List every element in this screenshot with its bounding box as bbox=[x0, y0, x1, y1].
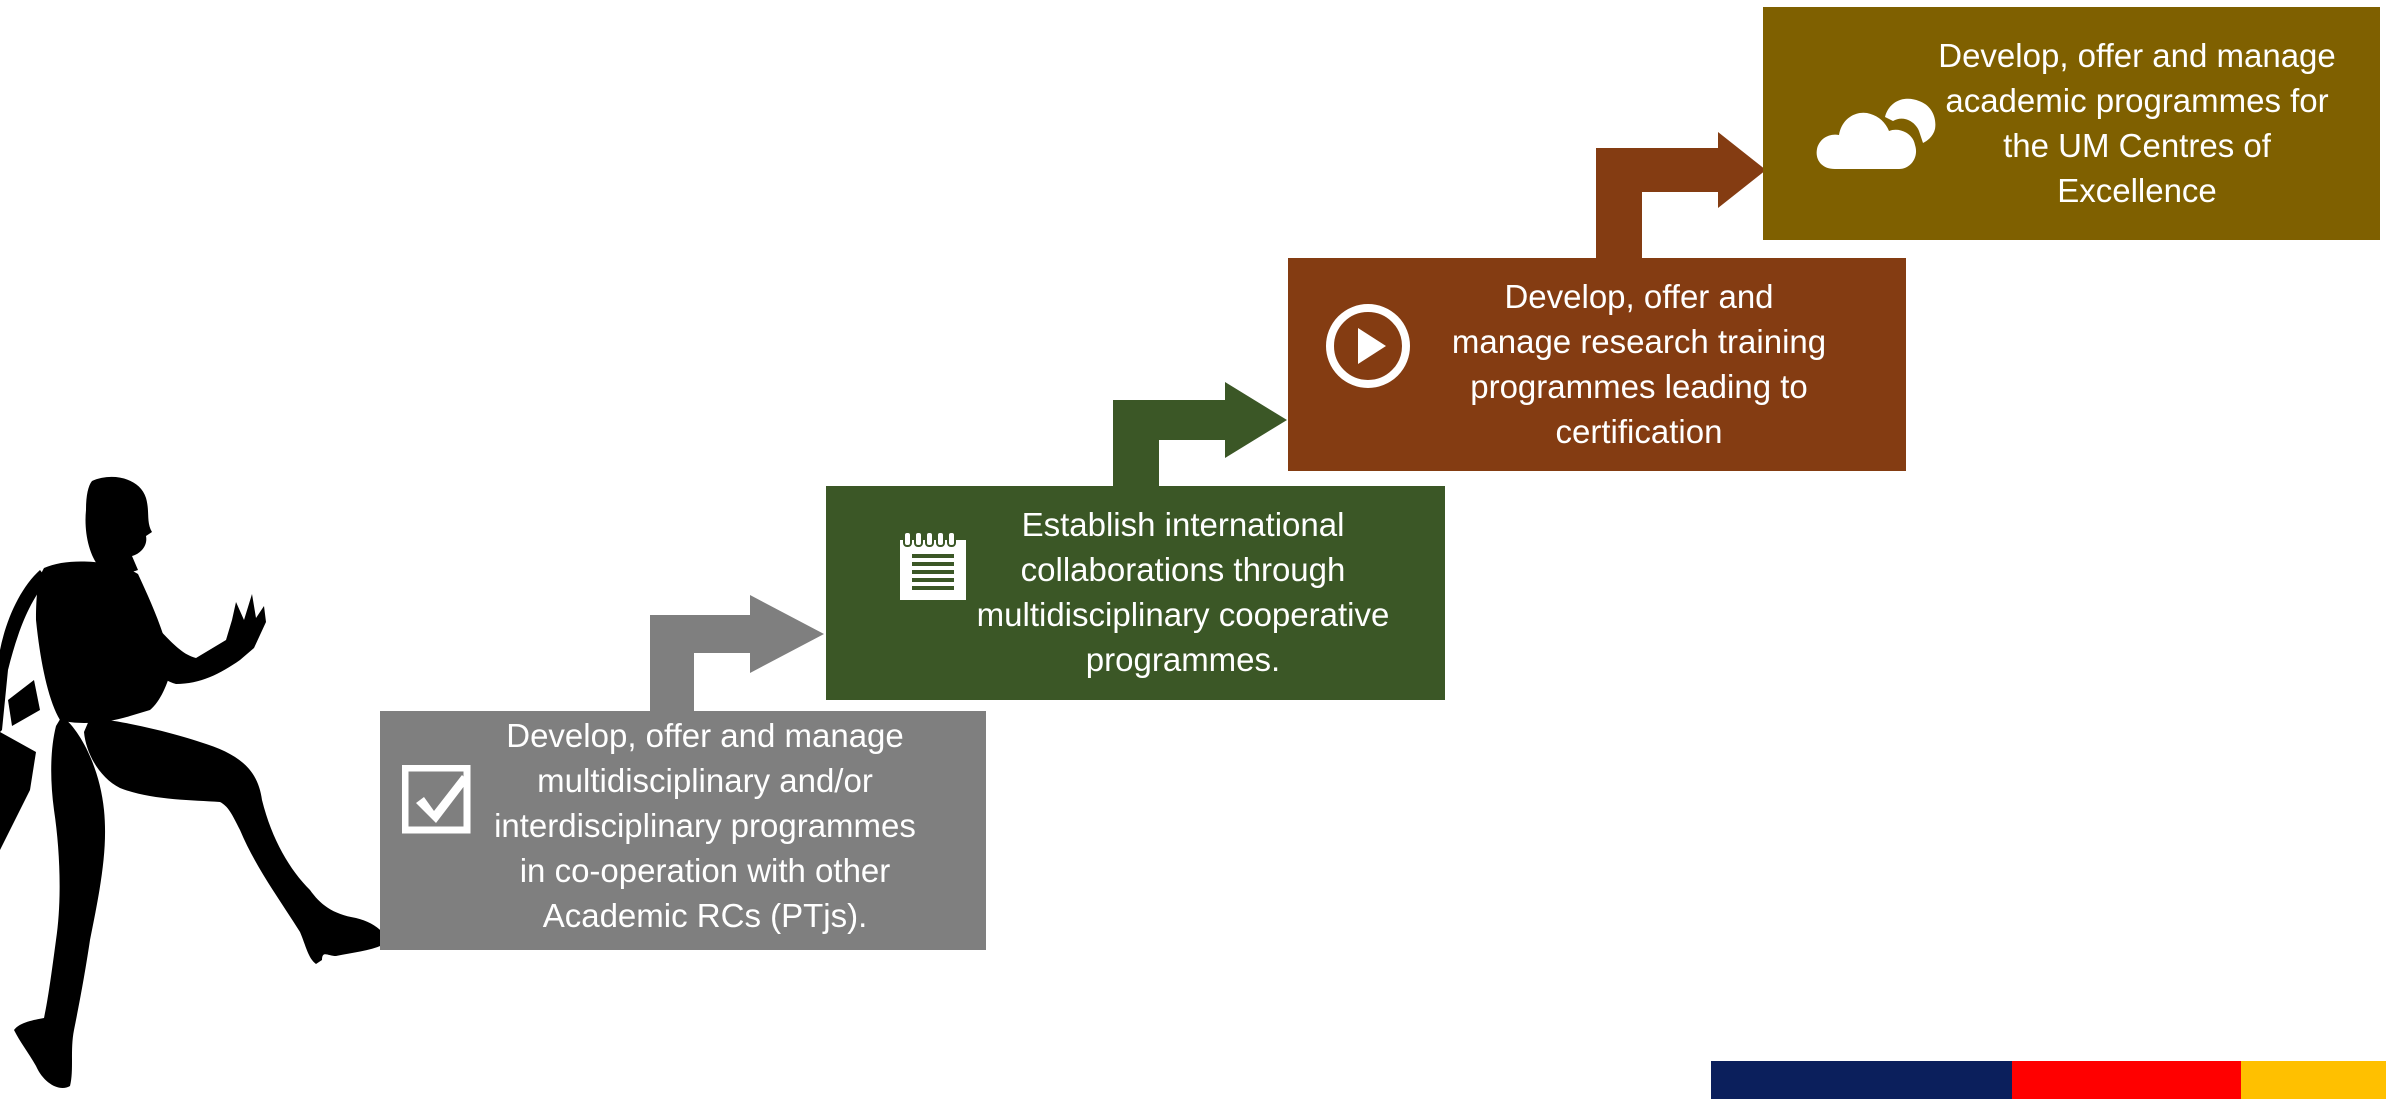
step-box-2: Establish international collaborations t… bbox=[826, 486, 1445, 700]
running-man-silhouette bbox=[0, 476, 388, 1088]
arrow-step3-to-step4 bbox=[1596, 132, 1766, 260]
step-box-4: Develop, offer and manage academic progr… bbox=[1763, 7, 2380, 240]
step-2-text: Establish international collaborations t… bbox=[976, 506, 1390, 678]
stripe-red bbox=[2012, 1061, 2241, 1099]
arrow-step1-to-step2 bbox=[650, 595, 824, 713]
step-4-text: Develop, offer and manage academic progr… bbox=[1938, 37, 2336, 209]
step-box-3: Develop, offer and manage research train… bbox=[1288, 258, 1906, 471]
play-circle-icon bbox=[1326, 304, 1410, 388]
arrow-step2-to-step3 bbox=[1113, 382, 1287, 488]
stripe-navy bbox=[1711, 1061, 2012, 1099]
notepad-icon bbox=[900, 532, 966, 600]
step-1-text: Develop, offer and manage multidisciplin… bbox=[494, 717, 916, 934]
stripe-yellow bbox=[2241, 1061, 2386, 1099]
step-box-1: Develop, offer and manage multidisciplin… bbox=[380, 711, 986, 950]
step-3-text: Develop, offer and manage research train… bbox=[1451, 278, 1827, 450]
checkbox-icon bbox=[402, 765, 471, 834]
cloud-icon bbox=[1816, 98, 1936, 169]
